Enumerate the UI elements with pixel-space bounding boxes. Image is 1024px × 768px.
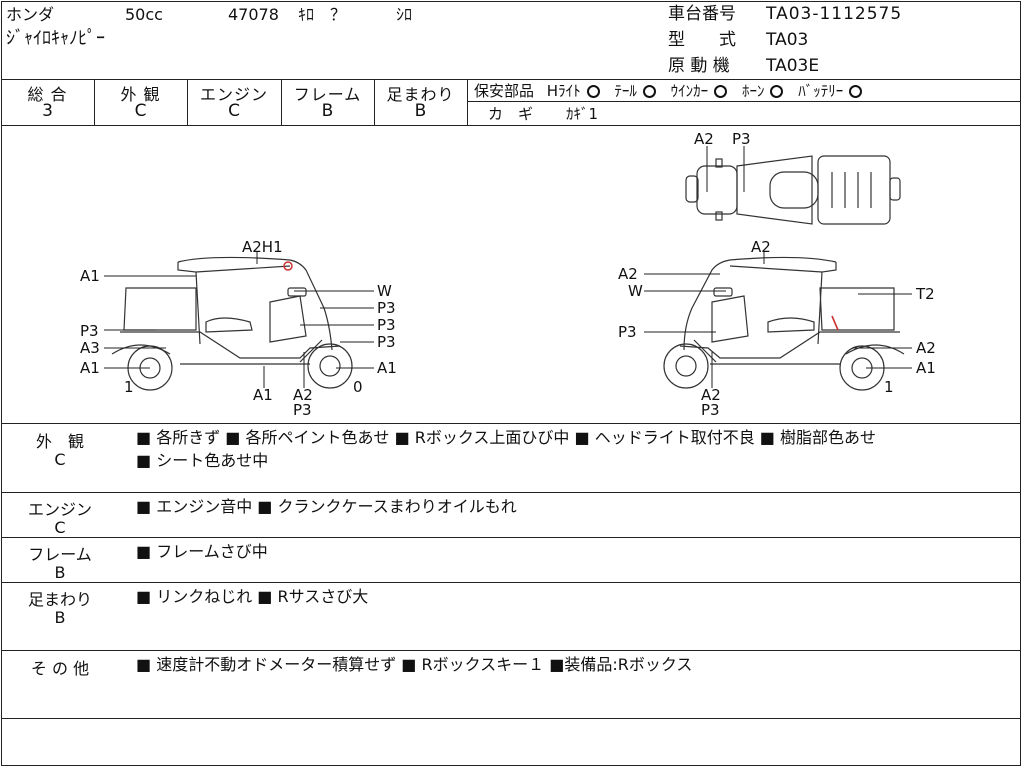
frame-no: TA03-1112575 <box>766 4 903 24</box>
section-title: 外 観 <box>35 432 84 451</box>
grade-frame: フレーム B <box>293 85 362 121</box>
diagram-label: A1 <box>253 386 273 404</box>
section-grade: C <box>54 450 66 469</box>
engine-label: 原 動 機 <box>668 56 730 76</box>
rule <box>1 582 1021 583</box>
leader-lines <box>104 146 912 388</box>
diagram-label: A2H1 <box>242 238 283 256</box>
rule <box>1 650 1021 651</box>
diagram-label: 1 <box>124 378 134 396</box>
rule <box>1 79 1021 80</box>
rule <box>1 423 1021 424</box>
safety-label: 保安部品 <box>474 82 535 100</box>
diagram-label: P3 <box>80 322 99 340</box>
diagram-label: P3 <box>701 401 720 419</box>
diagram-label: P3 <box>377 299 396 317</box>
section-title: そ の 他 <box>30 659 90 678</box>
ok-circle-icon <box>642 85 656 98</box>
frame-no-label: 車台番号 <box>668 4 736 24</box>
section-grade: B <box>54 608 66 627</box>
section-grade: B <box>54 563 66 582</box>
safety-item-winker: ｳｲﾝｶｰ <box>670 82 709 100</box>
diagram-label: A2 <box>751 238 771 256</box>
safety-item-horn: ﾎｰﾝ <box>741 82 765 100</box>
grade-suspension: 足まわり B <box>386 85 455 121</box>
diagram-label: A2 <box>293 386 313 404</box>
type-value: TA03 <box>766 30 809 50</box>
section-title: エンジン <box>27 500 92 519</box>
safety-item-tail: ﾃｰﾙ <box>614 82 637 100</box>
scooter-left-view <box>111 256 353 391</box>
rule <box>94 79 95 125</box>
scooter-right-view <box>663 256 905 391</box>
ok-circle-icon <box>586 85 600 98</box>
diagram-label: A1 <box>80 359 100 377</box>
diagram-label: P3 <box>618 323 637 341</box>
diagram-label: 0 <box>353 378 363 396</box>
maker: ホンダ <box>6 5 55 24</box>
section-title: フレーム <box>28 545 92 564</box>
section-items: ■ リンクねじれ ■ Rサスさび大 <box>136 587 369 606</box>
model-name: ｼﾞｬｲﾛｷｬﾉﾋﾟｰ <box>6 28 105 49</box>
type-label: 型 式 <box>668 30 736 50</box>
diagram-label: A1 <box>916 359 936 377</box>
section-items: ■ 各所きず ■ 各所ペイント色あせ ■ Rボックス上面ひび中 ■ ヘッドライト… <box>136 428 876 470</box>
diagram-label: A2 <box>618 265 638 283</box>
displacement: 50cc <box>125 5 163 24</box>
diagram-label: T2 <box>915 285 935 303</box>
ok-circle-icon <box>714 85 728 98</box>
rule <box>1 718 1021 719</box>
diagram-label: 1 <box>884 378 894 396</box>
diagram-label: W <box>377 282 392 300</box>
mileage: 47078 <box>228 5 279 24</box>
grade-exterior: 外 観 C <box>120 85 161 121</box>
diagram-label: P3 <box>377 316 396 334</box>
damage-diagram: A2 P3 A2H1 A1 W P3 P3 P3 A3 P3 A1 1 A1 A… <box>80 130 936 419</box>
ok-circle-icon <box>770 85 784 98</box>
diagram-label: P3 <box>377 333 396 351</box>
diagram-label: A1 <box>377 359 397 377</box>
diagram-label: A1 <box>80 267 100 285</box>
rule <box>374 79 375 125</box>
diagram-label: P3 <box>732 130 751 148</box>
section-items: ■ 速度計不動オドメーター積算せず ■ Rボックスキー１ ■装備品:Rボックス <box>136 655 693 674</box>
key-value: ｶｷﾞ1 <box>566 105 599 123</box>
engine-value: TA03E <box>766 56 820 76</box>
rule <box>1 537 1021 538</box>
diagram-label: A2 <box>916 339 936 357</box>
safety-item-battery: ﾊﾞｯﾃﾘｰ <box>798 82 844 100</box>
diagram-label: P3 <box>293 401 312 419</box>
mileage-flag: ？ <box>330 5 347 24</box>
diagram-label: A3 <box>80 339 100 357</box>
body-color: ｼﾛ <box>396 5 413 24</box>
key-label: カ ギ <box>488 105 534 123</box>
section-items: ■ エンジン音中 ■ クランクケースまわりオイルもれ <box>136 497 517 516</box>
rule <box>1 125 1021 126</box>
section-grade: C <box>54 518 66 537</box>
section-items: ■ フレームさび中 <box>136 542 268 561</box>
section-title: 足まわり <box>27 590 92 609</box>
mileage-unit: ｷﾛ <box>298 5 315 24</box>
diagram-label: A2 <box>701 386 721 404</box>
rule <box>1 492 1021 493</box>
diagram-label: W <box>628 282 643 300</box>
ok-circle-icon <box>849 85 863 98</box>
rule <box>187 79 188 125</box>
rule <box>467 79 468 125</box>
safety-parts-row: 保安部品 Hﾗｲﾄ ﾃｰﾙ ｳｲﾝｶｰ ﾎｰﾝ ﾊﾞｯﾃﾘｰ <box>474 82 863 100</box>
rule <box>281 79 282 125</box>
grade-overall: 総 合 3 <box>27 85 68 121</box>
diagram-label: A2 <box>694 130 714 148</box>
scooter-top-view <box>685 155 901 225</box>
safety-item-headlight: Hﾗｲﾄ <box>546 82 581 100</box>
grade-engine: エンジン C <box>199 85 268 121</box>
rule <box>468 101 1021 102</box>
